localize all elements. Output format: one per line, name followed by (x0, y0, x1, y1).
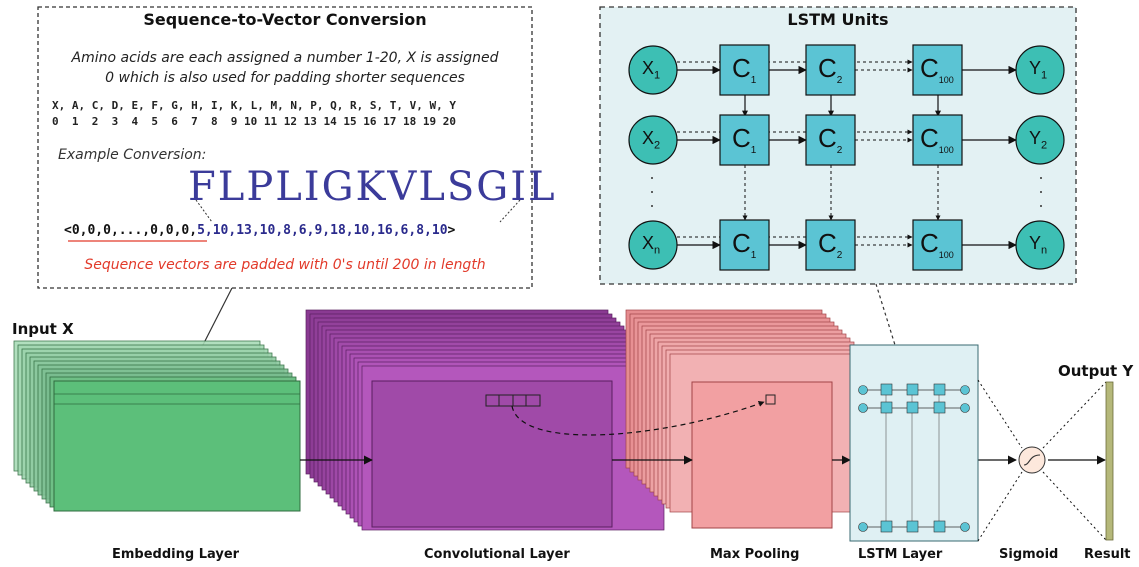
cell-letter: C (818, 228, 837, 258)
lstm-cell-label: C1 (732, 53, 756, 86)
cell-subscript: 2 (836, 250, 843, 262)
lstm-box-title: LSTM Units (787, 10, 889, 29)
output-node-letter: Y (1029, 128, 1042, 148)
input-node-letter: X (642, 58, 655, 78)
input-node-subscript: 1 (654, 69, 661, 82)
output-node-subscript: 1 (1041, 69, 1048, 82)
cell-subscript: 100 (938, 75, 954, 86)
seq-box-title: Sequence-to-Vector Conversion (143, 10, 427, 29)
cell-subscript: 100 (938, 145, 954, 156)
max-pooling-stack (625, 309, 867, 529)
cell-subscript: 2 (836, 75, 843, 87)
cell-letter: C (920, 228, 939, 258)
input-node-subscript: 2 (654, 139, 661, 152)
lstm-input-nodes (628, 45, 678, 270)
lstm-cell-label: C2 (818, 53, 842, 86)
cell-subscript: 2 (836, 145, 843, 157)
protein-map-right (499, 199, 521, 223)
cell-subscript: 1 (750, 75, 757, 87)
output-node-subscript: n (1041, 244, 1048, 257)
convolutional-layer-stack (305, 309, 665, 531)
input-label: Input X (12, 320, 74, 338)
kernel-to-pool-arrow (511, 401, 765, 436)
input-node-label-1: X1 (642, 58, 660, 82)
sigmoid-label: Sigmoid (999, 547, 1059, 562)
output-node-label-2: Y2 (1029, 128, 1047, 152)
projection-lines (977, 379, 1107, 542)
cell-subscript: 1 (750, 250, 757, 262)
lstm-cell-label: C100 (920, 53, 954, 85)
output-node-letter: Y (1029, 233, 1042, 253)
cell-letter: C (732, 228, 751, 258)
lstm-cell-label: C100 (920, 123, 954, 155)
cell-letter: C (920, 123, 939, 153)
cell-letter: C (818, 123, 837, 153)
lstm-layer-label: LSTM Layer (858, 547, 943, 562)
output-label: Output Y (1058, 362, 1134, 380)
example-protein: FLPLIGKVLSGIL (188, 164, 557, 210)
seq-desc-line2: 0 which is also used for padding shorter… (105, 70, 465, 86)
sigmoid-curve-icon (1023, 454, 1041, 466)
input-node-letter: X (642, 233, 655, 253)
output-node-label-1: Y1 (1029, 58, 1047, 82)
vector-end: > (447, 223, 456, 238)
input-node-letter: X (642, 128, 655, 148)
lstm-connections (677, 65, 1017, 250)
lstm-output-nodes (1015, 45, 1065, 270)
result-bar (1105, 381, 1114, 541)
input-node-label-2: X2 (642, 128, 660, 152)
embedding-layer-stack (13, 340, 301, 512)
cell-letter: C (920, 53, 939, 83)
lstm-cell-label: C2 (818, 123, 842, 156)
lstm-cell-label: C1 (732, 123, 756, 156)
amino-acid-letters: X, A, C, D, E, F, G, H, I, K, L, M, N, P… (52, 99, 456, 112)
amino-acid-numbers: 0 1 2 3 4 5 6 7 8 9 10 11 12 13 14 15 16… (52, 115, 456, 128)
result-label: Result (1084, 547, 1131, 562)
output-node-subscript: 2 (1041, 139, 1048, 152)
protein-map-left (195, 199, 213, 223)
seq-desc-line1: Amino acids are each assigned a number 1… (71, 50, 499, 66)
cell-letter: C (818, 53, 837, 83)
input-node-label-n: Xn (642, 233, 660, 257)
sigmoid-node (1018, 446, 1046, 474)
lstm-cell-label: C1 (732, 228, 756, 261)
output-node-label-n: Yn (1029, 233, 1047, 257)
lstm-ellipsis-dots (651, 177, 1042, 207)
cell-letter: C (732, 53, 751, 83)
lstm-cell-label: C100 (920, 228, 954, 260)
example-vector: <0,0,0,...,0,0,0,5,10,13,10,8,6,9,18,10,… (64, 223, 455, 238)
vector-values: 5,10,13,10,8,6,9,18,10,16,6,8,10 (197, 223, 448, 238)
cell-subscript: 1 (750, 145, 757, 157)
cell-letter: C (732, 123, 751, 153)
convolutional-layer-label: Convolutional Layer (424, 547, 570, 562)
lstm-layer-panel (849, 344, 979, 542)
lstm-cells (719, 44, 963, 271)
embedding-layer-label: Embedding Layer (112, 547, 240, 562)
lstm-cell-label: C2 (818, 228, 842, 261)
example-label: Example Conversion: (58, 147, 207, 163)
max-pooling-label: Max Pooling (710, 547, 800, 562)
vector-padding: <0,0,0,...,0,0,0, (64, 223, 198, 238)
lstm-box-connector (875, 283, 896, 346)
padding-note: Sequence vectors are padded with 0's unt… (84, 257, 486, 273)
output-node-letter: Y (1029, 58, 1042, 78)
input-node-subscript: n (654, 244, 661, 257)
cell-subscript: 100 (938, 250, 954, 261)
